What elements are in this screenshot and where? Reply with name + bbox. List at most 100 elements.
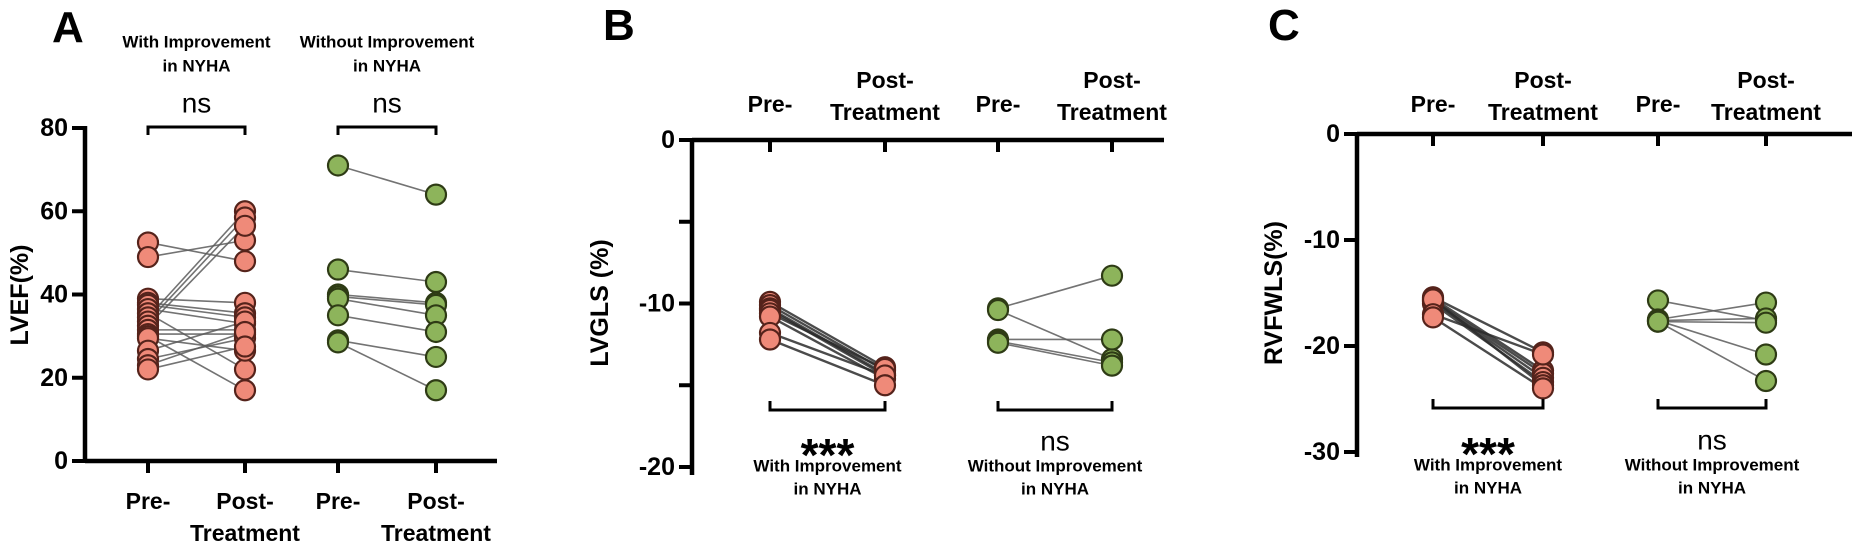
pair-line: [1432, 298, 1544, 387]
group-title: in NYHA: [1021, 480, 1089, 499]
pair-line: [1657, 320, 1767, 324]
data-point-post: [424, 345, 448, 369]
data-point-post: [233, 250, 257, 273]
group-title: With Improvement: [122, 33, 270, 52]
pair-line: [1657, 320, 1767, 382]
data-point-pre: [1646, 310, 1670, 333]
x-tick-label: Post-: [1083, 67, 1141, 93]
data-point-post: [424, 379, 448, 402]
panel-a-chart: A806040200LVEF(%)Pre-Post-TreatmentPre-P…: [6, 3, 497, 546]
pair-line: [1657, 317, 1767, 322]
pair-line: [147, 225, 246, 327]
pair-line: [769, 308, 886, 377]
data-point-pre: [136, 245, 160, 269]
pair-line: [1657, 319, 1767, 356]
pair-line: [337, 297, 437, 317]
group-title: With Improvement: [753, 457, 901, 476]
y-axis-title: LVGLS (%): [586, 239, 614, 366]
x-tick-label: Pre-: [748, 91, 793, 117]
significance-label: ns: [372, 88, 402, 119]
panel-letter: A: [52, 3, 84, 52]
data-point-pre: [986, 298, 1010, 322]
data-point-pre: [326, 154, 350, 177]
significance-label: ns: [1040, 426, 1070, 457]
pair-line: [1432, 316, 1544, 390]
data-point-pre: [986, 331, 1010, 354]
pair-line: [1657, 301, 1767, 321]
x-tick-label: Post-: [407, 488, 465, 514]
data-point-post: [1754, 369, 1778, 393]
pair-line: [147, 241, 246, 262]
x-tick-label: Treatment: [1057, 99, 1167, 125]
x-tick-label: Treatment: [381, 520, 491, 546]
significance-label: ns: [182, 88, 212, 119]
pair-line: [997, 341, 1113, 367]
group-title: Without Improvement: [1625, 456, 1800, 475]
data-point-post: [1100, 354, 1124, 377]
data-point-post: [424, 320, 448, 344]
data-point-pre: [326, 304, 350, 327]
y-tick-label: 0: [1326, 120, 1340, 148]
panel-letter: C: [1268, 1, 1300, 50]
pair-line: [147, 239, 246, 258]
y-tick-label: -10: [639, 290, 675, 318]
data-point-post: [424, 270, 448, 294]
x-tick-label: Treatment: [1711, 99, 1821, 125]
significance-bracket: [146, 125, 247, 135]
pair-line: [337, 314, 437, 333]
pair-line: [147, 312, 246, 371]
group-title: in NYHA: [163, 57, 231, 76]
x-tick-label: Pre-: [1636, 91, 1681, 117]
data-point-pre: [136, 358, 160, 381]
significance-bracket: [1431, 399, 1545, 410]
data-point-post: [233, 335, 257, 358]
data-point-post: [873, 374, 897, 397]
data-point-post: [233, 358, 257, 381]
pair-line: [997, 340, 1113, 364]
pair-line: [769, 312, 886, 370]
y-tick-label: -30: [1304, 438, 1340, 466]
pair-line: [769, 331, 886, 377]
pair-line: [1432, 313, 1544, 356]
significance-label: ***: [801, 429, 855, 481]
group-title: With Improvement: [1414, 456, 1562, 475]
data-point-pre: [1646, 289, 1670, 312]
x-tick-label: Pre-: [976, 91, 1021, 117]
data-point-post: [1100, 264, 1124, 287]
data-point-post: [1754, 311, 1778, 334]
group-title: in NYHA: [1678, 479, 1746, 498]
y-tick-label: -20: [1304, 332, 1340, 360]
pair-line: [337, 268, 437, 283]
pair-line: [769, 338, 886, 387]
pair-line: [147, 304, 246, 319]
pair-line: [147, 210, 246, 318]
y-axis-title: LVEF(%): [6, 245, 34, 346]
y-axis-title: RVFWLS(%): [1260, 221, 1288, 365]
pair-line: [337, 164, 437, 196]
pair-line: [147, 345, 246, 371]
significance-label: ns: [1697, 425, 1727, 456]
group-title: in NYHA: [353, 57, 421, 76]
y-tick-label: -20: [639, 453, 675, 481]
pair-line: [1432, 296, 1544, 354]
y-tick-label: 60: [40, 197, 68, 225]
pair-line: [997, 274, 1113, 310]
pair-line: [147, 331, 246, 367]
data-point-post: [424, 183, 448, 206]
x-tick-label: Post-: [1737, 67, 1795, 93]
pair-line: [337, 341, 437, 391]
significance-bracket: [1656, 399, 1768, 410]
pair-line: [147, 337, 246, 352]
x-tick-label: Treatment: [1488, 99, 1598, 125]
y-tick-label: 40: [40, 281, 68, 309]
y-tick-label: 80: [40, 114, 68, 142]
y-tick-label: 0: [661, 126, 675, 154]
x-tick-label: Post-: [1514, 67, 1572, 93]
x-tick-label: Pre-: [1411, 91, 1456, 117]
pair-line: [147, 308, 246, 325]
data-point-post: [1100, 328, 1124, 351]
pair-line: [337, 339, 437, 358]
panel-letter: B: [603, 1, 635, 50]
